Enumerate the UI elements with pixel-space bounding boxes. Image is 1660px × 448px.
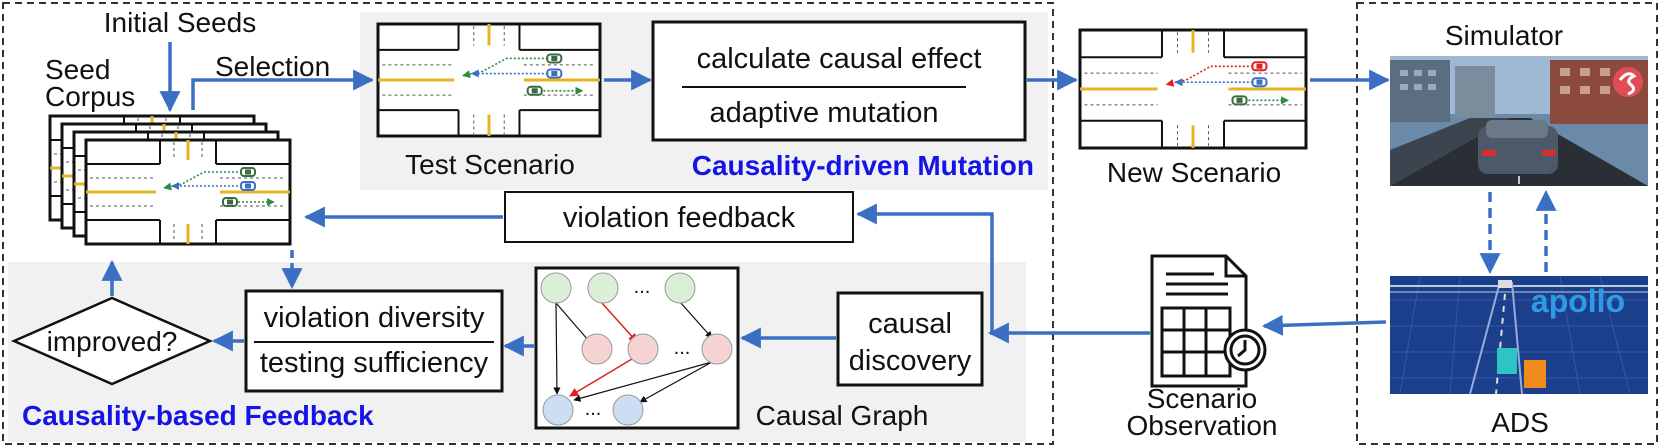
- svl-logo-icon: [1613, 67, 1643, 97]
- scenario-thumbnail: [1078, 28, 1308, 150]
- ads-label: ADS: [1491, 407, 1549, 438]
- ellipsis-top: ...: [634, 276, 651, 298]
- causality-feedback-title: Causality-based Feedback: [22, 400, 374, 431]
- node-green-3: [664, 272, 696, 304]
- environment-dashed-border: [1356, 2, 1658, 445]
- causal-graph: ... ... ...: [540, 272, 733, 426]
- discovery-label: discovery: [849, 345, 972, 377]
- arrow-observation-to-discovery: [855, 203, 1150, 335]
- initial-seeds-label: Initial Seeds: [104, 7, 257, 38]
- scenario-thumbnail: [376, 22, 602, 138]
- causality-mutation-title: Causality-driven Mutation: [692, 150, 1034, 181]
- ellipsis-mid: ...: [674, 337, 691, 359]
- new-scenario-box: [1078, 28, 1308, 150]
- node-blue-2: [612, 394, 644, 426]
- mutation-box: [651, 20, 1027, 142]
- arrow-selection: [191, 69, 375, 110]
- node-blue-1: [542, 394, 574, 426]
- testing-sufficiency-label: testing sufficiency: [260, 347, 489, 379]
- test-scenario-box: [376, 22, 602, 138]
- simulator-label: Simulator: [1445, 20, 1563, 51]
- test-scenario-label: Test Scenario: [405, 149, 575, 180]
- violation-feedback-label: violation feedback: [563, 202, 796, 234]
- causal-graph-label: Causal Graph: [756, 400, 929, 431]
- node-green-1: [540, 272, 572, 304]
- observation-label: Observation: [1127, 410, 1278, 441]
- improved-label: improved?: [47, 326, 178, 357]
- calc-causal-effect-label: calculate causal effect: [697, 43, 982, 75]
- seed-corpus-stack: [48, 114, 292, 246]
- selection-label: Selection: [215, 51, 330, 82]
- seed-label: Seed: [45, 54, 110, 85]
- node-green-2: [587, 272, 619, 304]
- causal-discovery-box: [836, 291, 984, 387]
- simulator-screenshot: [1390, 56, 1648, 186]
- arrow-ads-to-observation: [1261, 314, 1387, 336]
- scenario-observation-icon: [1150, 254, 1267, 388]
- causal-label: causal: [868, 308, 952, 340]
- ads-screenshot: apollo: [1390, 275, 1648, 395]
- violation-feedback-box: [504, 191, 854, 243]
- new-scenario-label: New Scenario: [1107, 157, 1281, 188]
- apollo-logo: apollo: [1531, 283, 1625, 319]
- node-red-2: [627, 333, 659, 365]
- violation-diversity-label: violation diversity: [264, 302, 485, 334]
- node-red-3: [701, 333, 733, 365]
- scenario-thumbnail: [84, 138, 292, 246]
- improved-diamond: [10, 296, 214, 386]
- scenario-label: Scenario: [1147, 383, 1258, 414]
- adaptive-mutation-label: adaptive mutation: [710, 97, 939, 129]
- corpus-label: Corpus: [45, 81, 135, 112]
- framework-dashed-border: [2, 2, 1054, 445]
- node-red-1: [581, 333, 613, 365]
- ellipsis-bottom: ...: [585, 398, 602, 420]
